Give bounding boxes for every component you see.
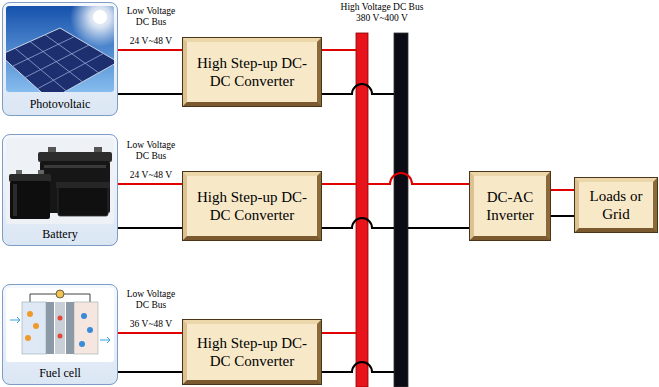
converter-box: High Step-up DC-DC Converter <box>183 320 321 384</box>
photovoltaic-picture <box>0 0 130 116</box>
bus-label: High Voltage DC Bus 380 V~400 V <box>334 2 430 24</box>
negative-wire <box>550 215 575 217</box>
negative-wire <box>408 227 470 229</box>
source-panel: Photovoltaic <box>2 2 118 116</box>
bus-label: Low Voltage DC Bus <box>121 140 181 162</box>
source-panel: Battery <box>2 134 118 246</box>
load-box: Loads or Grid <box>575 178 657 232</box>
bus-wires <box>319 50 470 372</box>
positive-wire <box>368 173 470 184</box>
voltage-label: 24 V~48 V <box>121 170 181 181</box>
negative-wire <box>319 218 394 228</box>
box-label: High Step-up DC-DC Converter <box>191 54 313 90</box>
converter-box: High Step-up DC-DC Converter <box>183 172 321 240</box>
dc-wire-pair <box>550 190 575 216</box>
converter-box: High Step-up DC-DC Converter <box>183 38 321 106</box>
source-label: Battery <box>38 228 81 245</box>
negative-bus-bar <box>394 33 408 387</box>
inverter-box: DC-AC Inverter <box>470 172 550 240</box>
voltage-label: 36 V~48 V <box>121 319 181 330</box>
box-label: High Step-up DC-DC Converter <box>191 188 313 224</box>
voltage-label: 24 V~48 V <box>121 36 181 47</box>
positive-wire <box>319 332 356 334</box>
dc-wire-pair <box>118 184 183 228</box>
box-label: Loads or Grid <box>583 187 649 223</box>
negative-wire <box>319 84 394 94</box>
fuel-cell-picture <box>2 284 118 385</box>
dc-wire-pair <box>118 333 183 372</box>
positive-wire <box>319 49 356 51</box>
dc-wire-pair <box>118 50 183 94</box>
box-label: High Step-up DC-DC Converter <box>191 334 313 370</box>
positive-wire <box>118 332 183 334</box>
negative-wire <box>118 93 183 95</box>
battery-picture <box>2 134 118 246</box>
positive-wire <box>118 49 183 51</box>
bus-label: Low Voltage DC Bus <box>121 6 181 28</box>
positive-wire <box>319 183 356 185</box>
negative-wire <box>118 227 183 229</box>
positive-wire <box>550 189 575 191</box>
positive-bus-bar <box>356 33 368 387</box>
negative-wire <box>319 362 394 372</box>
source-label: Photovoltaic <box>26 98 95 115</box>
box-label: DC-AC Inverter <box>478 188 542 224</box>
source-label: Fuel cell <box>35 367 85 384</box>
positive-wire <box>118 183 183 185</box>
bus-label: Low Voltage DC Bus <box>121 289 181 311</box>
negative-wire <box>118 371 183 373</box>
source-panel: Fuel cell <box>2 284 118 385</box>
